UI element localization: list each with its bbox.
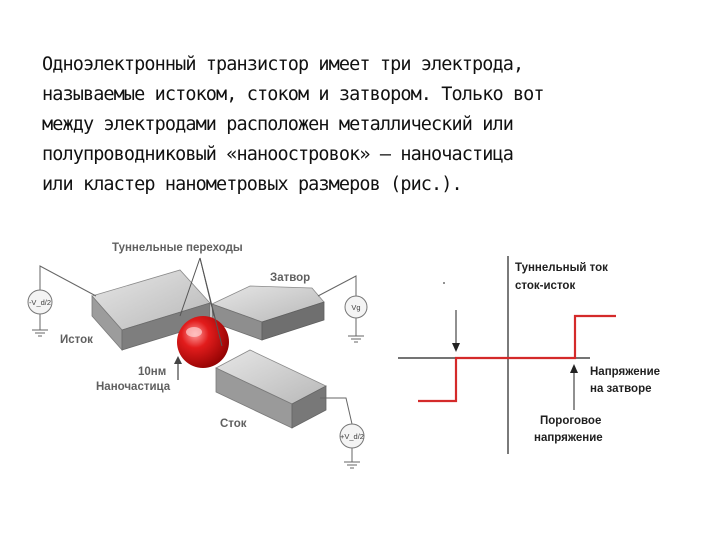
source-voltage: -V_d/2 — [27, 289, 53, 337]
x-axis-label-1: Напряжение — [590, 366, 660, 378]
threshold-arrow — [452, 310, 460, 352]
source-voltage-label: -V_d/2 — [29, 298, 51, 307]
current-graph: Туннельный ток сток-исток Напряжение на … — [398, 256, 660, 454]
drain-electrode — [215, 349, 327, 429]
y-axis-label-2: сток-исток — [515, 280, 575, 292]
size-label: 10нм — [138, 366, 166, 378]
text-line: полупроводниковый «наноостровок» – наноч… — [42, 144, 514, 165]
tunnel-junction-pointers — [179, 257, 223, 347]
text-line: называемые истоком, стоком и затвором. Т… — [42, 84, 545, 105]
description-text: Одноэлектронный транзистор имеет три эле… — [42, 50, 702, 200]
size-indicator — [174, 356, 182, 380]
gate-label: Затвор — [270, 272, 310, 284]
gate-electrode — [210, 285, 325, 341]
tunnel-junctions-label: Туннельные переходы — [112, 242, 243, 254]
circuit-wires — [39, 265, 357, 462]
text-line: или кластер нанометровых размеров (рис.)… — [42, 174, 463, 195]
text-line: Одноэлектронный транзистор имеет три эле… — [42, 54, 524, 75]
tunnel-current-curve — [418, 314, 616, 403]
text-line: между электродами расположен металлическ… — [42, 114, 514, 135]
drain-label: Сток — [220, 418, 247, 430]
drain-voltage: +V_d/2 — [339, 423, 365, 469]
gate-voltage: Vg — [344, 295, 368, 343]
source-label: Исток — [60, 334, 93, 346]
gate-voltage-arrow — [570, 364, 578, 410]
drain-voltage-label: +V_d/2 — [340, 432, 364, 441]
x-axis-label-2: на затворе — [590, 383, 652, 395]
device-diagram: -V_d/2 Vg +V_d/2 Туннельные переходы — [27, 242, 368, 469]
nanoparticle-label: Наночастица — [96, 381, 171, 393]
threshold-label-1: Пороговое — [540, 415, 601, 427]
gate-voltage-label: Vg — [351, 303, 360, 312]
y-axis-label-1: Туннельный ток — [515, 262, 608, 274]
threshold-label-2: напряжение — [534, 432, 603, 444]
